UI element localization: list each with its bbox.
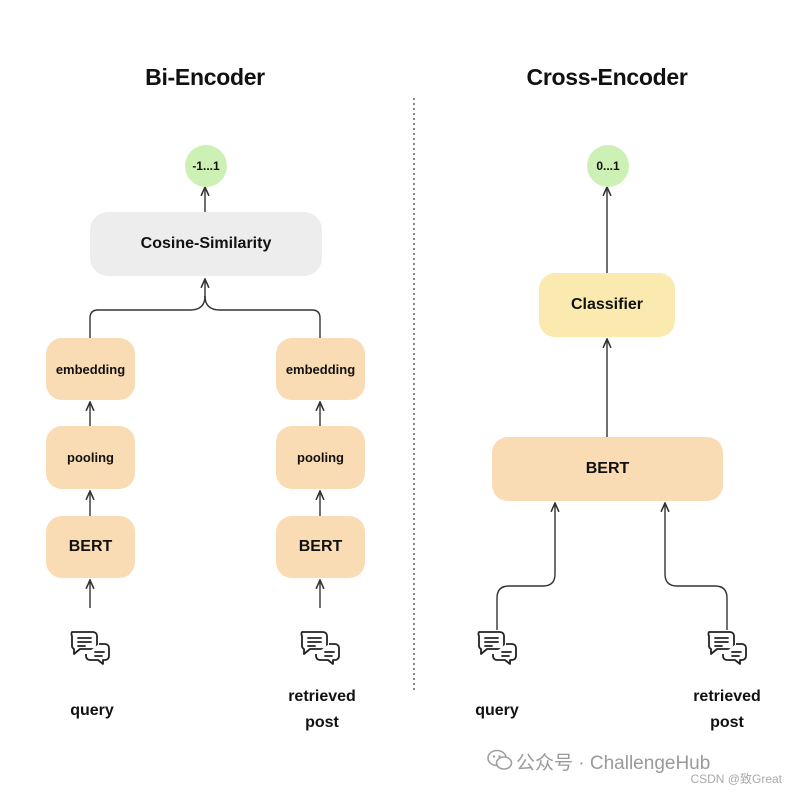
bi-query-label: query: [70, 702, 114, 719]
bi-retrieved-post-label: retrieved post: [288, 688, 356, 731]
pooling-box-left: pooling: [46, 426, 135, 489]
chat-bubbles-icon: [707, 631, 747, 665]
connector-left-embedding-to-similarity: [89, 295, 206, 338]
chat-bubbles-icon: [70, 631, 110, 665]
watermark-text: 公众号 · ChallengeHub: [516, 753, 711, 774]
cosine-similarity-box: Cosine-Similarity: [90, 212, 322, 276]
chat-bubbles-icon: [300, 631, 340, 665]
bi-encoder-title: Bi-Encoder: [145, 64, 265, 90]
watermark-source: CSDN @致Great: [690, 772, 782, 786]
connector-post-to-bert-cross: [665, 503, 728, 630]
connector-query-to-bert-cross: [496, 503, 555, 630]
pooling-box-right: pooling: [276, 426, 365, 489]
connector-right-embedding-to-similarity: [204, 295, 321, 338]
cross-query-label: query: [475, 702, 519, 719]
cross-retrieved-post-label: retrieved post: [693, 688, 761, 731]
classifier-box: Classifier: [539, 273, 675, 337]
embedding-box-right: embedding: [276, 338, 365, 400]
embedding-box-left: embedding: [46, 338, 135, 400]
cross-encoder-title: Cross-Encoder: [526, 64, 688, 90]
bert-box-left: BERT: [46, 516, 135, 578]
bert-box-cross: BERT: [492, 437, 723, 501]
bi-output-range: -1...1: [185, 145, 227, 187]
bert-box-right: BERT: [276, 516, 365, 578]
chat-bubbles-icon: [477, 631, 517, 665]
cross-output-range: 0...1: [587, 145, 629, 187]
wechat-logo-icon: [487, 749, 513, 770]
